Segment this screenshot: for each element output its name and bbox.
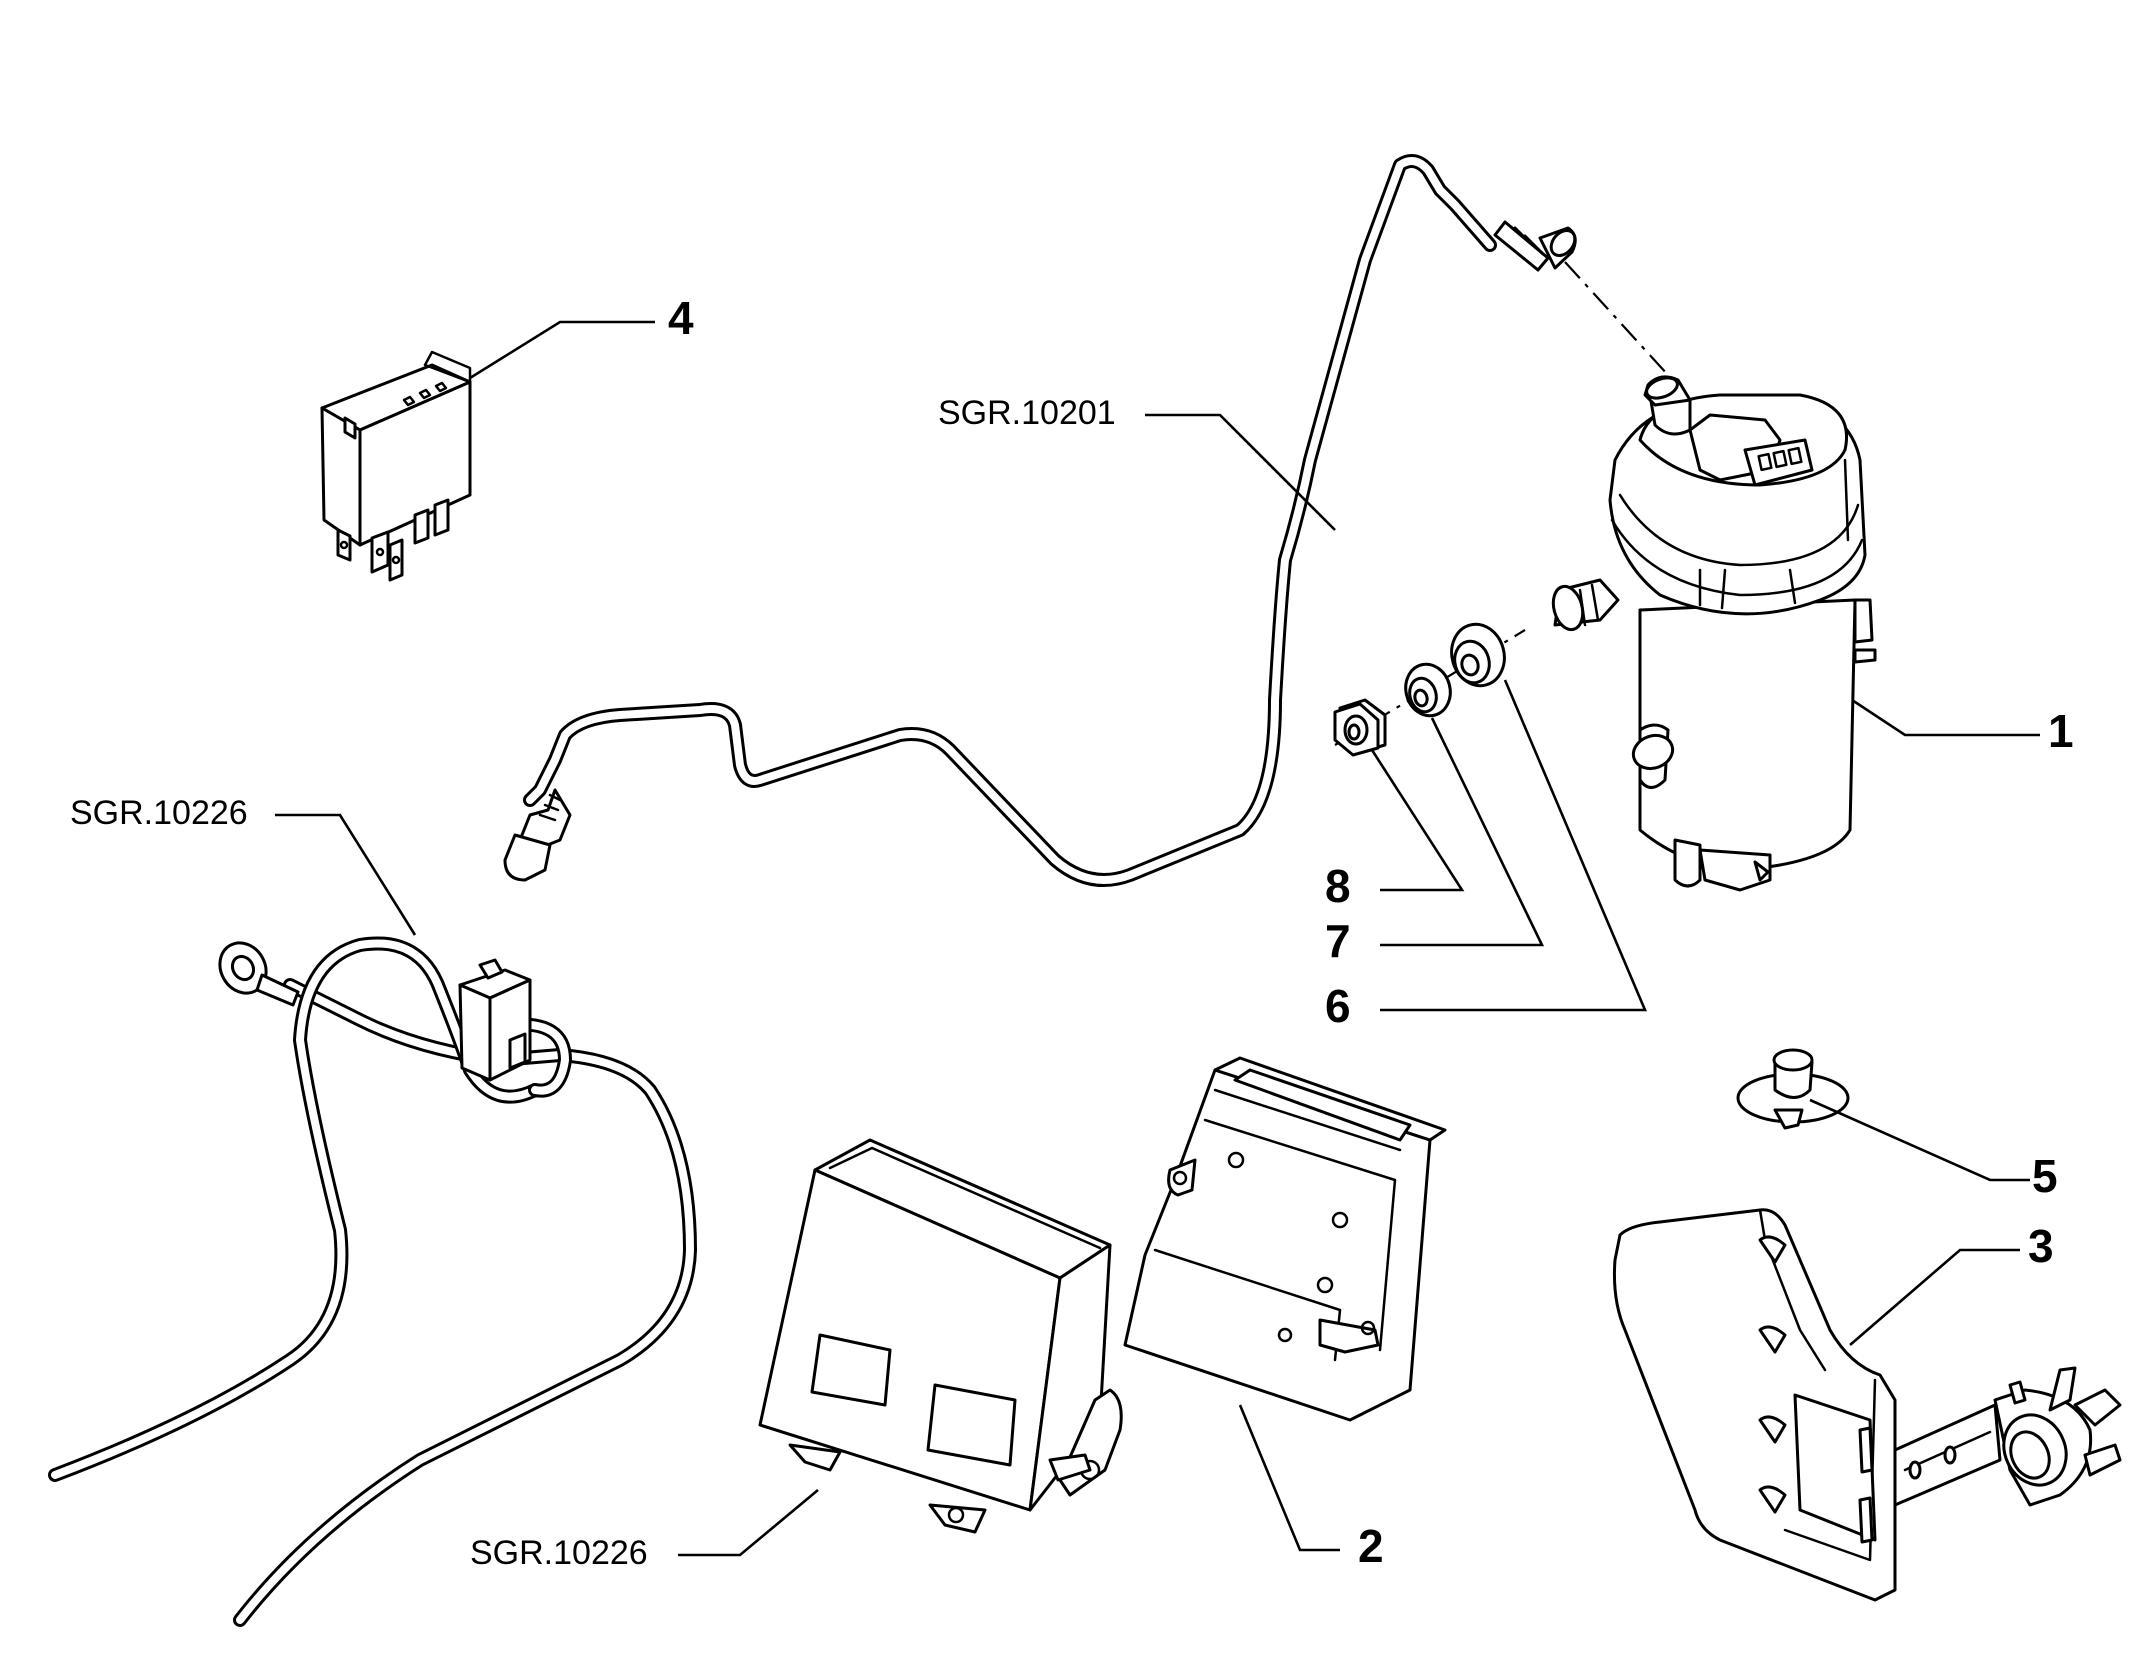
ref-label-ground-harness: SGR.10226: [70, 794, 248, 832]
upper-connector: [1493, 220, 1577, 272]
nut-8: [1333, 698, 1387, 757]
lower-connector: [503, 788, 572, 882]
connector-axis-line: [1564, 261, 1669, 376]
leader-lines: [275, 320, 2040, 1557]
clip: [1736, 1048, 1850, 1130]
callout-4: 4: [668, 292, 694, 344]
callout-3: 3: [2028, 1220, 2054, 1272]
callout-8: 8: [1325, 860, 1351, 912]
ref-label-ecu: SGR.10226: [470, 1534, 648, 1572]
callout-2: 2: [1358, 1520, 1384, 1572]
mount-bracket: [1612, 1208, 2122, 1602]
ecu-bracket: [1123, 1056, 1447, 1422]
ref-label-fuel-harness: SGR.10201: [938, 394, 1116, 432]
relay: [320, 350, 472, 582]
callout-1: 1: [2048, 705, 2074, 757]
ground-harness: [48, 936, 697, 1627]
washer-6: [1450, 622, 1506, 688]
fuel-sensor-harness: [503, 154, 1577, 887]
callout-7: 7: [1325, 915, 1351, 967]
ecu-module: [758, 1138, 1123, 1534]
callout-5: 5: [2032, 1150, 2058, 1202]
fuel-filter: [1551, 375, 1877, 892]
washer-7: [1404, 662, 1452, 718]
callout-6: 6: [1325, 980, 1351, 1032]
